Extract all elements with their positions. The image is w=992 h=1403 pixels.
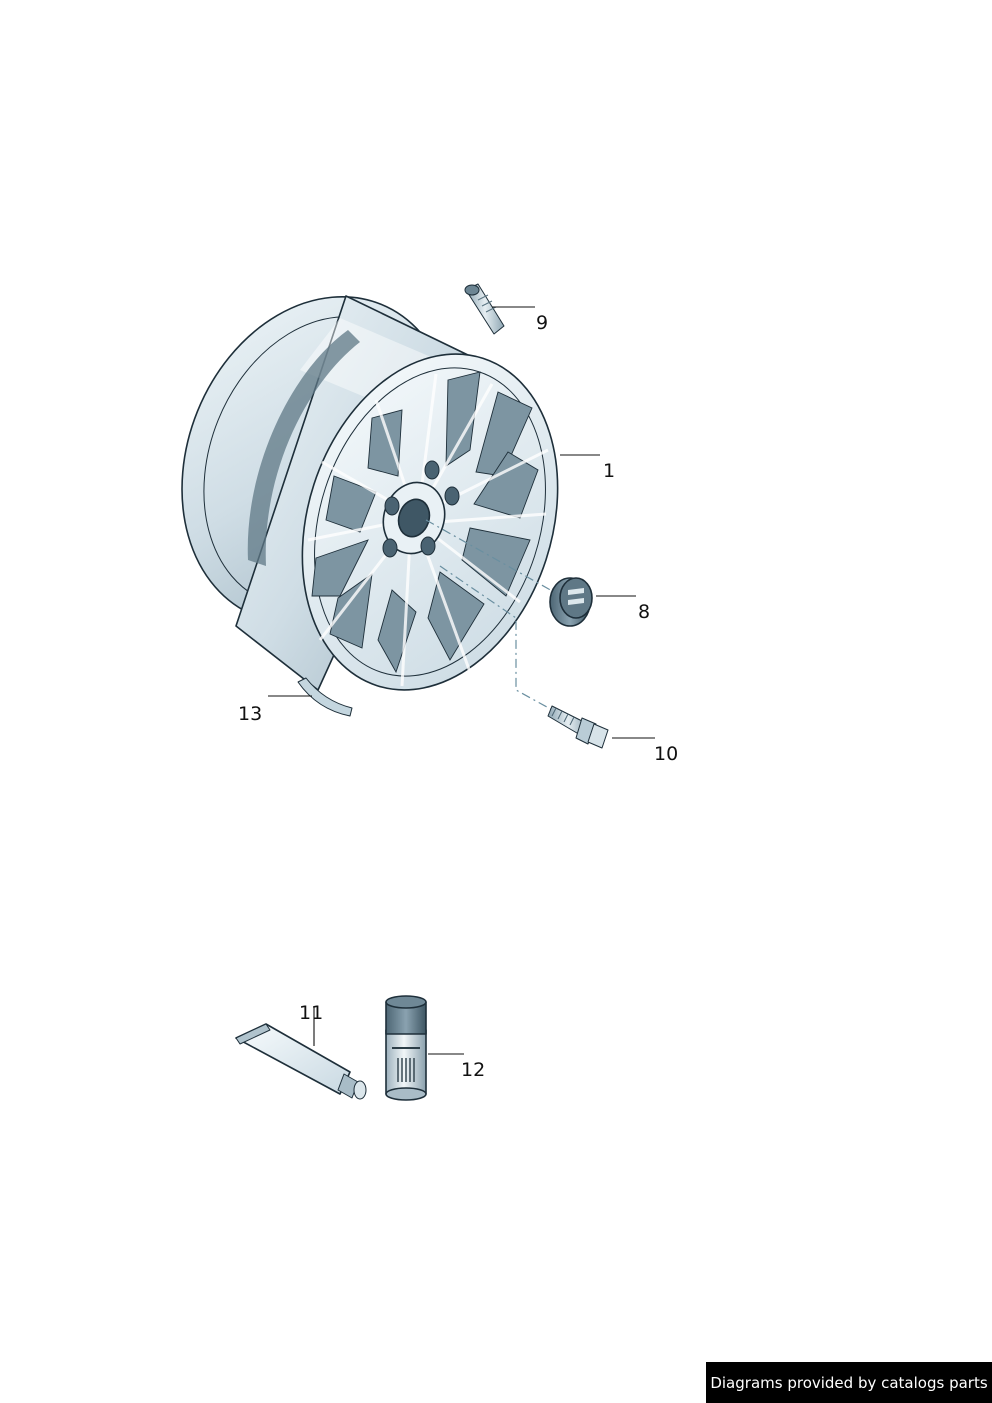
spoke [418,373,438,501]
paste-tube [235,1023,367,1100]
bolt-hole [444,486,460,506]
valve-thread [477,294,497,313]
can-cap-top [385,995,427,1009]
alloy-wheel-rim [181,295,559,691]
callout-13: 13 [238,703,262,725]
callout-labels: 9 1 8 10 13 11 12 [238,312,678,1081]
bolt-thread [551,707,575,726]
callout-10: 10 [654,743,678,765]
spoke-pocket [311,539,369,597]
rim-bolt-holes [382,460,460,558]
balance-weight [297,677,353,717]
spoke [424,383,494,501]
bolt-hole [424,460,440,480]
spoke [437,512,547,524]
spoke-pocket [473,451,539,519]
bolt-hole [420,536,436,556]
spoke [374,399,412,501]
bolt-collar [575,717,597,745]
tyre-valve [464,283,505,335]
bolt-hole [384,496,400,516]
spray-can [385,995,427,1101]
callout-8: 8 [638,601,650,623]
callout-1: 1 [603,460,615,482]
rim-front-lip [314,367,546,677]
hub-cap-face [559,577,593,619]
tube-nozzle [337,1073,359,1099]
spoke-pocket [367,409,403,477]
spoke [420,539,472,673]
valve-cap [464,284,480,296]
hub-cap-emblem-icon [568,588,584,605]
rim-inner-band [247,330,360,566]
hub-cap-axis-line [425,519,555,593]
tube-crimp [235,1023,271,1045]
spoke [431,532,521,604]
rim-spoke-pockets [311,371,539,674]
hub-cap [549,577,593,627]
leader-lines [268,306,655,1055]
callout-12: 12 [461,1059,485,1081]
credit-banner: Diagrams provided by catalogs parts [706,1362,992,1403]
callout-11: 11 [299,1002,323,1024]
can-bottom [385,1087,427,1101]
balance-weight-strip [297,677,353,717]
spoke-pocket [461,527,531,597]
bolt-hole [382,538,398,558]
bolt-axis-line [439,565,557,713]
rim-center-bore [397,498,431,538]
spoke [400,539,412,687]
tube-cap [353,1080,367,1100]
assembly-lines [425,519,557,713]
bolt-head [587,723,609,749]
can-label-barcode-icon [397,1058,415,1082]
callout-9: 9 [536,312,548,334]
wheel-bolt [547,705,609,749]
spoke-pocket [445,371,481,467]
